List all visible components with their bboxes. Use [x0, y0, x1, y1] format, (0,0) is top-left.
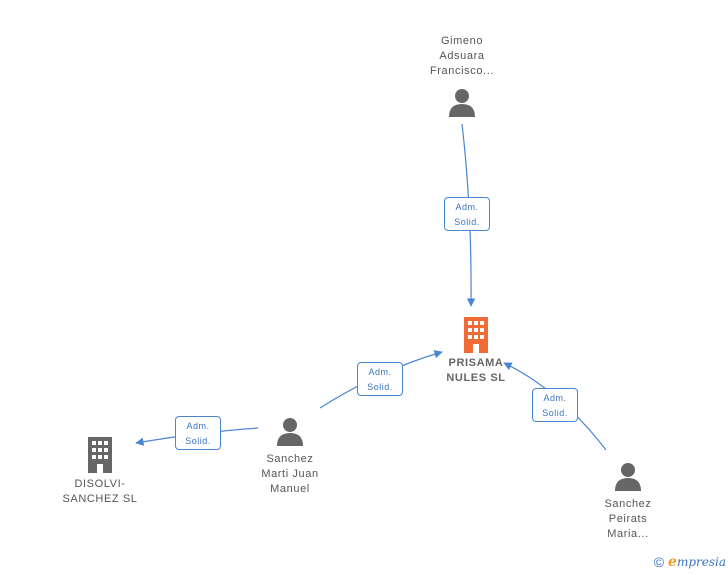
node-gimeno-adsuara[interactable]: Gimeno Adsuara Francisco...: [412, 34, 512, 119]
building-icon: [464, 317, 488, 353]
node-label-line: Francisco...: [429, 65, 495, 77]
role-label-gimeno-prisama[interactable]: Adm. Solid.: [444, 197, 490, 231]
role-label-marti-disolvi[interactable]: Adm. Solid.: [175, 416, 221, 450]
node-label-line: PRISAMA: [448, 357, 504, 369]
copyright-icon: ©: [653, 554, 665, 570]
person-icon: [277, 418, 303, 446]
brand-name: mpresia: [676, 555, 726, 569]
node-prisama-nules[interactable]: PRISAMA NULES SL: [426, 317, 526, 386]
node-label-line: Sanchez: [604, 498, 652, 510]
node-sanchez-peirats[interactable]: Sanchez Peirats Maria...: [578, 461, 678, 542]
person-icon: [615, 463, 641, 491]
node-label-line: SANCHEZ SL: [62, 493, 138, 505]
role-line: Adm.: [368, 367, 392, 377]
building-icon: [88, 437, 112, 473]
node-sanchez-marti[interactable]: Sanchez Marti Juan Manuel: [240, 416, 340, 497]
role-line: Solid.: [367, 382, 393, 392]
role-label-peirats-prisama[interactable]: Adm. Solid.: [532, 388, 578, 422]
node-label-line: Manuel: [270, 483, 310, 495]
role-line: Solid.: [454, 217, 480, 227]
role-line: Adm.: [186, 421, 210, 431]
node-label-line: Peirats: [608, 513, 648, 525]
node-label-line: Sanchez: [266, 453, 314, 465]
brand-footer[interactable]: © empresia: [654, 553, 726, 571]
role-line: Solid.: [542, 408, 568, 418]
brand-initial: e: [668, 554, 677, 570]
node-label-line: Marti Juan: [261, 468, 319, 480]
node-label-line: Maria...: [607, 528, 649, 540]
role-line: Solid.: [185, 436, 211, 446]
brand-logo: empresia: [668, 554, 726, 570]
node-label-line: DISOLVI-: [74, 478, 126, 490]
role-line: Adm.: [455, 202, 479, 212]
role-line: Adm.: [543, 393, 567, 403]
node-label-line: Gimeno: [440, 35, 484, 47]
node-label-line: Adsuara: [439, 50, 485, 62]
node-disolvi-sanchez[interactable]: DISOLVI- SANCHEZ SL: [50, 437, 150, 507]
person-icon: [449, 89, 475, 117]
role-label-marti-prisama[interactable]: Adm. Solid.: [357, 362, 403, 396]
node-label-line: NULES SL: [446, 372, 506, 384]
